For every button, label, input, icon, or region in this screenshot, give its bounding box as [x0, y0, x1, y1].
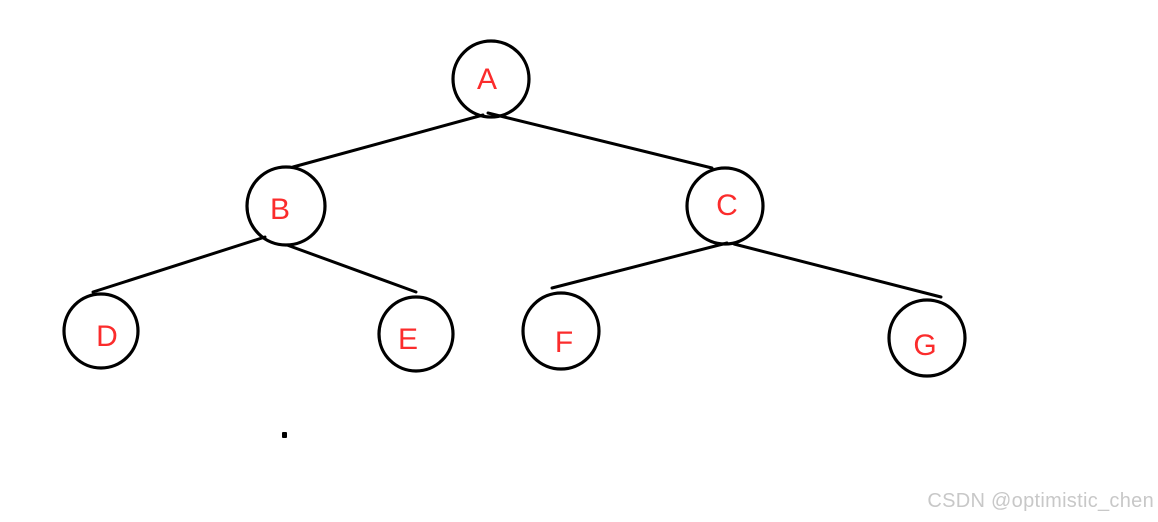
tree-edge-C-F: [550, 241, 729, 290]
tree-edge-A-B: [291, 113, 485, 169]
tree-node-label-D: D: [96, 320, 118, 353]
tree-node-circle-D: [62, 292, 140, 370]
tree-edge-A-C: [486, 111, 714, 170]
tree-node-label-B: B: [270, 193, 290, 226]
watermark: CSDN @optimistic_chen: [927, 490, 1154, 512]
tree-edge-C-G: [732, 242, 943, 299]
stray-dot: [282, 432, 287, 438]
tree-node-label-C: C: [716, 189, 738, 222]
tree-node-circle-F: [521, 291, 601, 371]
tree-node-circle-A: [451, 39, 531, 119]
tree-node-circle-E: [377, 295, 455, 373]
tree-node-label-A: A: [477, 63, 497, 96]
tree-node-circle-G: [887, 298, 967, 378]
tree-node-label-F: F: [555, 326, 573, 359]
tree-edge-B-E: [285, 243, 418, 294]
tree-node-label-G: G: [913, 329, 936, 362]
tree-edge-B-D: [91, 235, 267, 294]
tree-node-label-E: E: [398, 323, 418, 356]
